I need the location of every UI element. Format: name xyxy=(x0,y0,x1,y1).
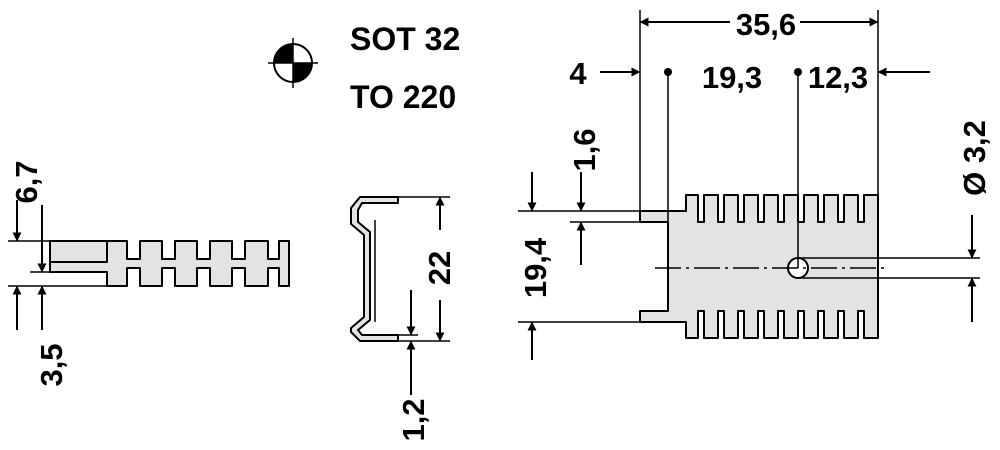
dim-total-length: 35,6 xyxy=(736,7,796,42)
dim-offset-left: 4 xyxy=(569,56,587,91)
top-view-body xyxy=(639,194,879,339)
dim-clip-thickness: 1,2 xyxy=(396,398,431,441)
target-symbol-icon xyxy=(268,38,318,88)
side-view-fins xyxy=(49,240,290,287)
dim-side-base: 3,5 xyxy=(34,343,69,386)
dim-hole-diameter: Ø 3,2 xyxy=(957,120,992,196)
side-view-profile xyxy=(49,240,108,263)
dim-hole-pos-right: 12,3 xyxy=(808,60,868,95)
side-view: 6,7 3,5 xyxy=(8,160,290,387)
dim-body-height: 19,4 xyxy=(518,237,553,298)
package-label-sot32: SOT 32 xyxy=(350,21,460,57)
package-label-to220: TO 220 xyxy=(350,79,456,115)
dim-step-height: 1,6 xyxy=(567,128,602,171)
top-view: 35,6 4 19,3 12,3 1,6 19,4 Ø 3,2 xyxy=(518,7,992,360)
dim-side-height: 6,7 xyxy=(9,160,44,203)
dim-hole-pos-left: 19,3 xyxy=(702,60,762,95)
clip-outline xyxy=(350,196,399,342)
clip-view: 22 1,2 xyxy=(350,196,457,442)
dim-clip-height: 22 xyxy=(422,251,457,285)
